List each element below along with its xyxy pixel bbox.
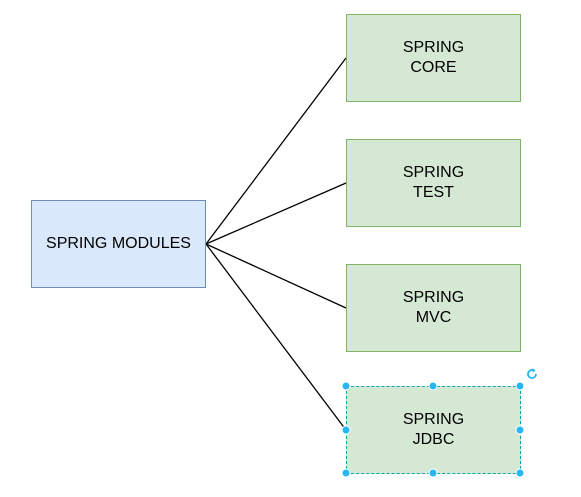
edge-to-spring-jdbc[interactable] (205, 243, 347, 431)
edge-to-spring-test[interactable] (205, 182, 347, 245)
resize-handle-top-right[interactable] (515, 381, 525, 391)
resize-handle-top[interactable] (428, 381, 438, 391)
node-spring-test[interactable]: SPRING TEST (346, 139, 521, 227)
resize-handle-right[interactable] (515, 425, 525, 435)
edge-to-spring-mvc[interactable] (205, 243, 347, 309)
node-label: SPRING CORE (402, 39, 465, 76)
resize-handle-bottom[interactable] (428, 468, 438, 478)
resize-handle-left[interactable] (341, 425, 351, 435)
node-spring-jdbc[interactable]: SPRING JDBC (346, 386, 521, 474)
edge-to-spring-core[interactable] (205, 57, 347, 245)
node-label: SPRING MVC (402, 289, 465, 326)
resize-handle-bottom-right[interactable] (515, 468, 525, 478)
resize-handle-bottom-left[interactable] (341, 468, 351, 478)
node-spring-modules[interactable]: SPRING MODULES (31, 200, 206, 288)
node-label: SPRING JDBC (402, 411, 465, 448)
node-label: SPRING TEST (402, 164, 465, 201)
rotate-icon[interactable] (525, 367, 539, 381)
node-spring-mvc[interactable]: SPRING MVC (346, 264, 521, 352)
node-label: SPRING MODULES (46, 235, 191, 252)
resize-handle-top-left[interactable] (341, 381, 351, 391)
node-spring-core[interactable]: SPRING CORE (346, 14, 521, 102)
